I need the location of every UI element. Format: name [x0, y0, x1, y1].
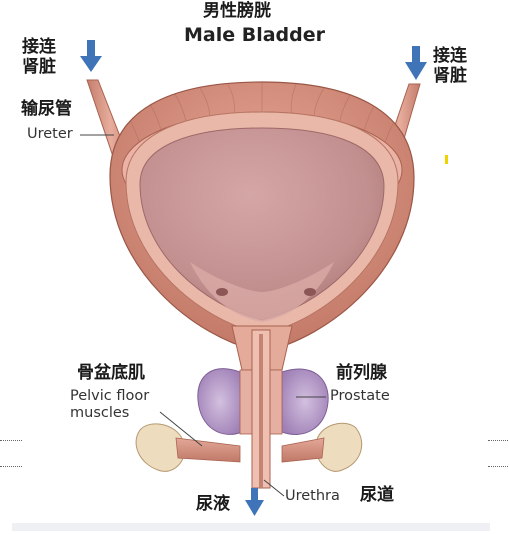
label-pelvic-en-1: Pelvic floor	[70, 388, 150, 404]
leader-pelvic	[159, 411, 203, 447]
urethra-lumen	[259, 334, 263, 488]
arrow-down-left	[80, 40, 102, 72]
page-edge-mark	[488, 440, 509, 441]
label-urethra-zh: 尿道	[360, 485, 394, 505]
label-urine-zh: 尿液	[196, 494, 230, 514]
label-kidney-right-2: 肾脏	[433, 66, 467, 86]
label-kidney-right-1: 接连	[433, 46, 467, 66]
label-urethra-en: Urethra	[285, 488, 340, 504]
page-edge-mark	[0, 440, 22, 441]
leader-urethra	[263, 479, 285, 497]
arrow-down-right	[405, 46, 427, 80]
prostate-left-lobe	[197, 368, 243, 435]
label-kidney-left-1: 接连	[22, 37, 56, 57]
prostate-right-lobe	[281, 368, 329, 435]
label-pelvic-zh: 骨盆底肌	[77, 363, 145, 383]
title-zh: 男性膀胱	[203, 1, 271, 21]
pelvic-floor-muscle-left	[175, 437, 241, 463]
pelvic-bone-right	[315, 422, 363, 472]
label-pelvic-en-2: muscles	[70, 405, 130, 421]
pelvic-bone-left	[135, 423, 186, 472]
label-prostate-en: Prostate	[330, 388, 390, 404]
label-prostate-zh: 前列腺	[336, 363, 387, 383]
yellow-mark	[445, 155, 448, 164]
label-kidney-left-2: 肾脏	[22, 57, 56, 77]
pelvic-floor-muscle-right	[281, 437, 325, 463]
label-ureter-zh: 输尿管	[21, 99, 72, 119]
label-ureter-en: Ureter	[27, 126, 73, 142]
ureter-opening-left	[216, 288, 228, 296]
ureter-opening-right	[304, 288, 316, 296]
arrow-down-urine	[245, 488, 264, 516]
footer-band	[12, 523, 490, 531]
title-en: Male Bladder	[184, 24, 326, 46]
page-edge-mark	[0, 466, 22, 467]
trigone	[190, 262, 334, 322]
page-edge-mark	[488, 466, 509, 467]
